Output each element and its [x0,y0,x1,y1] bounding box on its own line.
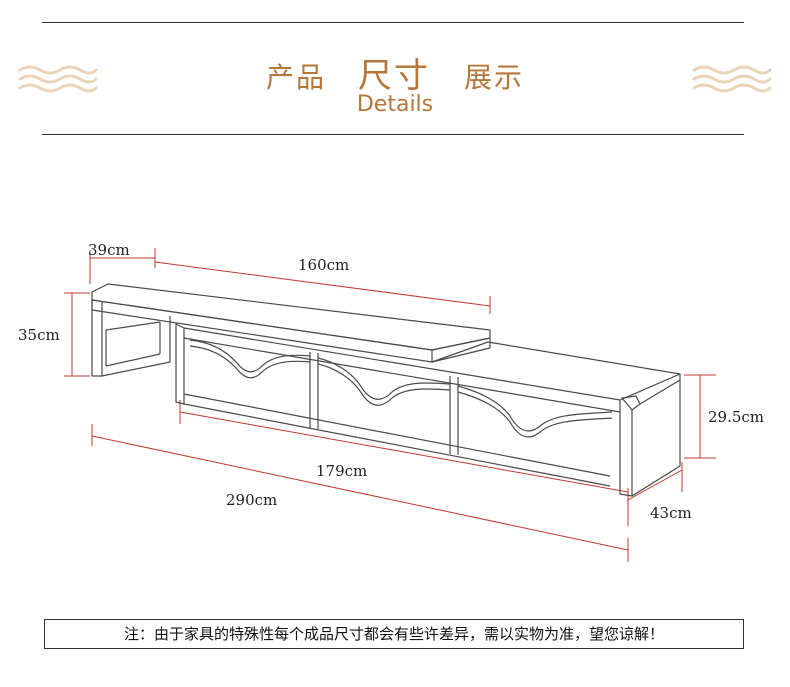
wave-ornament-left-icon [18,65,98,93]
lower-left-post [175,323,185,405]
lower-top-board [431,341,681,401]
dim-line-160 [154,261,491,307]
dimension-length-upper: 160cm [298,256,350,274]
disclaimer-note: 注：由于家具的特殊性每个成品尺寸都会有些许差异，需以实物为准，望您谅解！ [44,619,744,649]
dim-line-179 [179,411,629,493]
drawer-pull-1 [189,339,311,373]
header-bottom-rule [42,134,744,135]
dimension-length-total: 290cm [226,491,278,509]
dim-line-290 [91,435,629,551]
cabinet-outline [91,283,681,497]
header-top-rule [42,22,744,23]
title-word-product: 产品 [265,61,326,94]
dimension-lines [64,248,716,562]
wave-ornament-right-icon [692,65,772,93]
page-title: 产品尺寸 展示 [0,48,790,97]
title-word-display: 展示 [464,61,525,94]
dim-line-43 [627,469,683,501]
dimension-depth-top: 39cm [88,241,130,259]
drawer-pull-2 [317,357,451,400]
left-leg-front [91,300,103,377]
dimension-height-left: 35cm [18,326,60,344]
upper-top-edge [91,299,433,363]
right-end-panel [619,374,681,497]
page-subtitle: Details [356,92,434,117]
drawer-pull-3 [457,385,613,432]
left-frame-bottom [101,316,171,377]
dimension-depth-right: 43cm [650,504,692,522]
title-word-size: 尺寸 [358,56,430,96]
dimension-height-right: 29.5cm [708,408,765,426]
dimension-length-lower: 179cm [316,462,368,480]
